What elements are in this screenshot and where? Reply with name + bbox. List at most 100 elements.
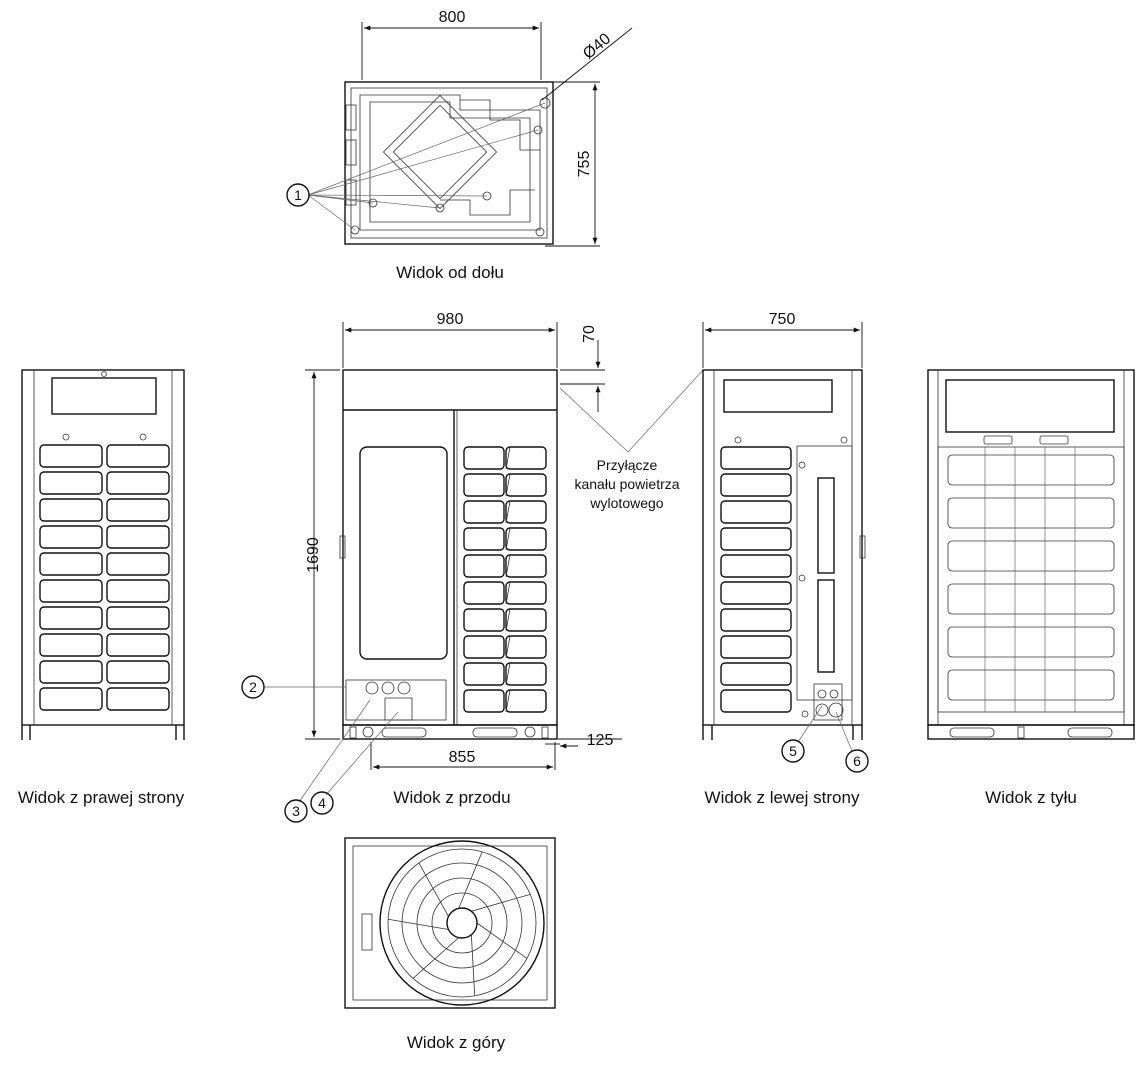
dim-front-height: 1690 [305, 537, 322, 573]
louver-slot [505, 689, 547, 713]
callout-6: 6 [853, 753, 861, 769]
louver-edge [505, 635, 511, 659]
louver-slot [463, 500, 505, 524]
callout-3: 3 [292, 803, 300, 819]
louver-slot [106, 660, 170, 684]
louver-slot [106, 633, 170, 657]
callout-2: 2 [249, 679, 257, 695]
louver-slot [720, 662, 792, 686]
louver-edge [505, 581, 511, 605]
front-view: 980 70 1690 8 [241, 311, 622, 823]
louver-slot [505, 446, 547, 470]
callout-1: 1 [294, 187, 302, 203]
coil-segment [947, 626, 1115, 658]
fan-blade-edge [470, 934, 476, 996]
louver-slot [106, 444, 170, 468]
louver-slot [720, 554, 792, 578]
fan-blade-edge [418, 862, 449, 917]
duct-label-line1: Przyłącze [597, 457, 658, 473]
louver-slot [720, 635, 792, 659]
louver-slot [720, 500, 792, 524]
louver-slot [505, 608, 547, 632]
louver-slot [39, 552, 103, 576]
louver-slot [505, 635, 547, 659]
louver-edge [505, 662, 511, 686]
louver-slot [106, 687, 170, 711]
louver-slot [463, 527, 505, 551]
fan-blade-edge [388, 918, 449, 930]
louver-slot [39, 606, 103, 630]
louver-edge [505, 527, 511, 551]
louver-slot [505, 473, 547, 497]
coil-segment [947, 669, 1115, 701]
louver-edge [505, 446, 511, 470]
duct-label-line3: wylotowego [589, 495, 663, 511]
louver-slot [39, 498, 103, 522]
louver-edge [505, 473, 511, 497]
louver-slot [505, 527, 547, 551]
duct-label-line2: kanału powietrza [574, 476, 679, 492]
back-view: Widok z tyłu [927, 369, 1135, 807]
callout-5: 5 [789, 743, 797, 759]
caption-left-view: Widok z lewej strony [705, 788, 860, 807]
right-side-view: Widok z prawej strony [18, 369, 185, 807]
dim-front-foot-span: 855 [449, 749, 476, 766]
louver-slot [39, 471, 103, 495]
louver-slot [463, 554, 505, 578]
louver-slot [505, 581, 547, 605]
louver-edge [505, 689, 511, 713]
louver-slot [106, 525, 170, 549]
louver-slot [720, 473, 792, 497]
louver-slot [720, 581, 792, 605]
louver-slot [463, 473, 505, 497]
dim-pipe-diameter: Ø40 [580, 30, 614, 63]
caption-front-view: Widok z przodu [393, 788, 510, 807]
louver-slot [39, 687, 103, 711]
caption-back-view: Widok z tyłu [985, 788, 1077, 807]
louver-slot [505, 554, 547, 578]
caption-bottom-view: Widok od dołu [396, 263, 504, 282]
louver-slot [720, 446, 792, 470]
louver-slot [463, 446, 505, 470]
left-side-view: 750 5 6 Widok z lewej strony [702, 311, 869, 807]
louver-slot [39, 579, 103, 603]
louver-slot [720, 608, 792, 632]
bottom-view: 800 755 Ø40 1 Widok [286, 9, 633, 282]
louver-slot [463, 608, 505, 632]
coil-segment [947, 540, 1115, 572]
dim-bottom-width: 800 [439, 9, 466, 26]
duct-annotation: Przyłącze kanału powietrza wylotowego [559, 369, 704, 511]
dim-front-foot-height: 125 [587, 732, 614, 749]
louver-slot [463, 689, 505, 713]
louver-slot [39, 633, 103, 657]
louver-slot [720, 527, 792, 551]
fan-blade-edge [476, 922, 528, 959]
caption-top-view: Widok z góry [407, 1033, 506, 1052]
louver-edge [505, 608, 511, 632]
dim-front-width: 980 [437, 311, 464, 328]
louver-slot [720, 689, 792, 713]
dim-bottom-depth: 755 [576, 151, 593, 178]
louver-slot [505, 500, 547, 524]
fan-blade-edge [458, 851, 483, 909]
dim-side-width: 750 [769, 311, 796, 328]
top-view: Widok z góry [344, 837, 556, 1052]
dim-front-top-offset: 70 [581, 325, 598, 343]
fan-blade-edge [471, 893, 531, 912]
coil-segment [947, 583, 1115, 615]
callout-4: 4 [318, 795, 326, 811]
louver-edge [505, 500, 511, 524]
fan-blade-edge [412, 937, 459, 979]
louver-slot [463, 635, 505, 659]
coil-segment [947, 454, 1115, 486]
louver-slot [106, 579, 170, 603]
louver-edge [505, 554, 511, 578]
louver-slot [39, 660, 103, 684]
louver-slot [106, 498, 170, 522]
louver-slot [106, 606, 170, 630]
louver-slot [463, 662, 505, 686]
caption-right-view: Widok z prawej strony [18, 788, 185, 807]
louver-slot [463, 581, 505, 605]
coil-segment [947, 497, 1115, 529]
